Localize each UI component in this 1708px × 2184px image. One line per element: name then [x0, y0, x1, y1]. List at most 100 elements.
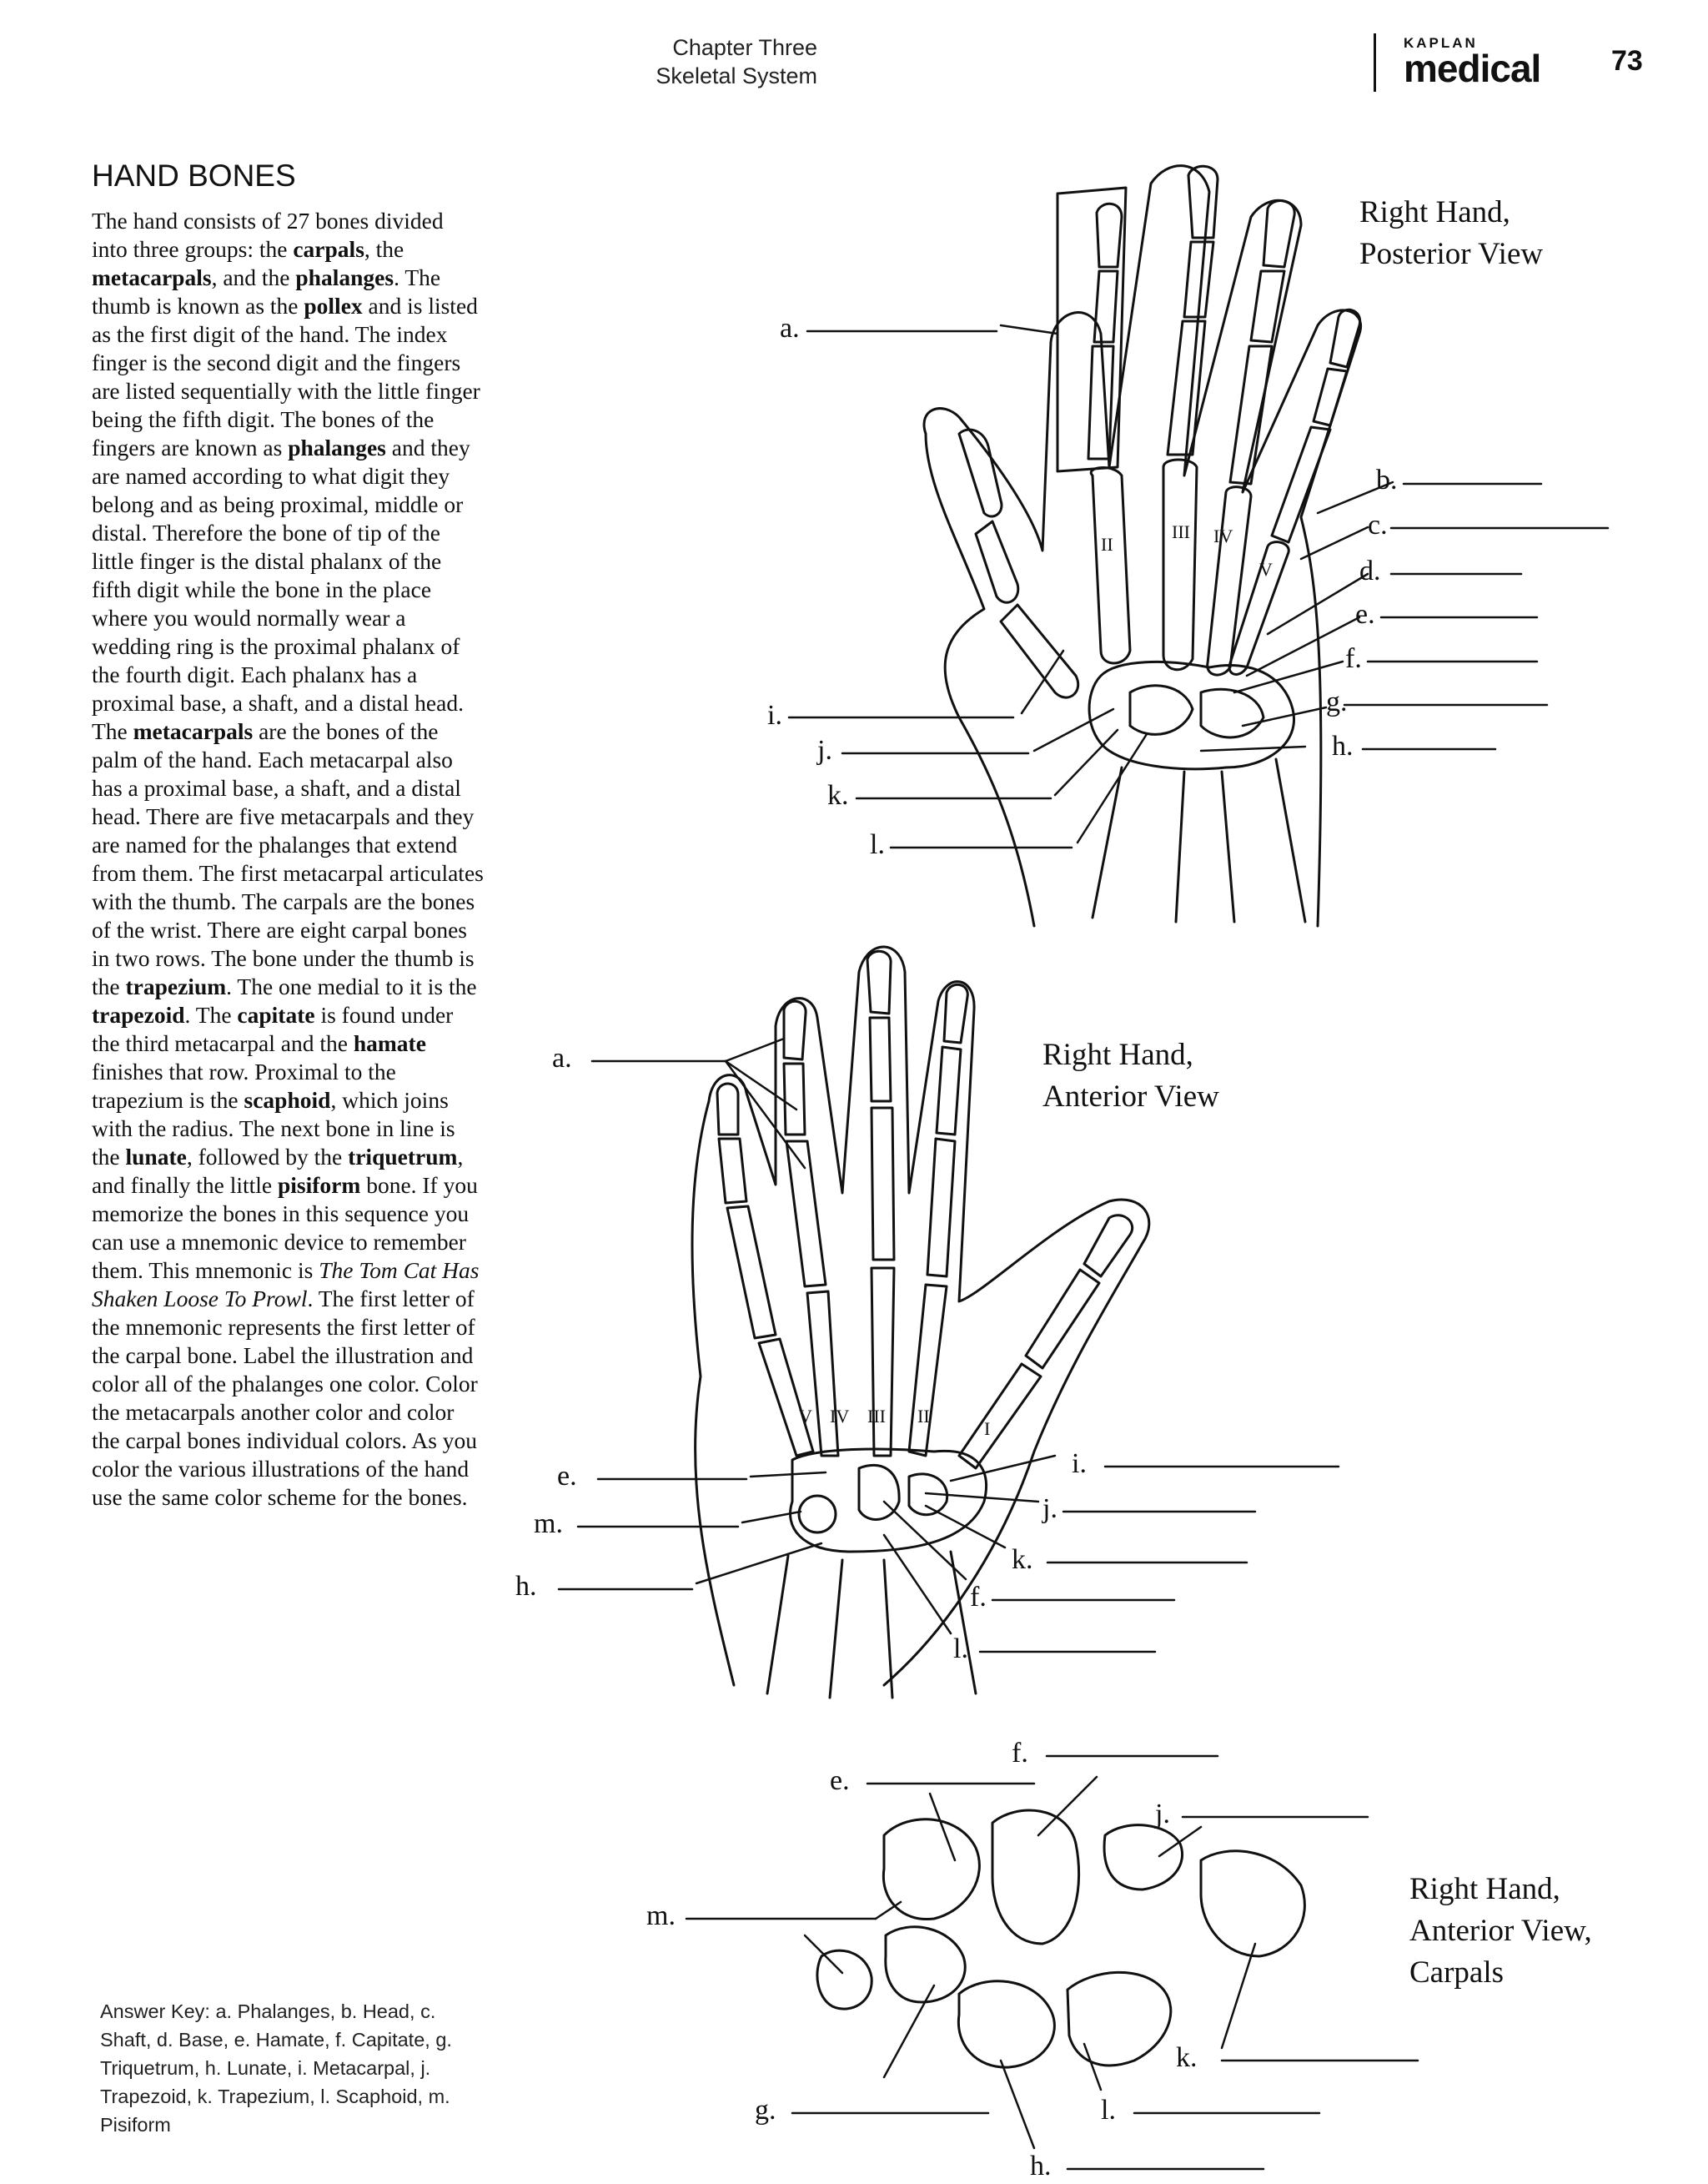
posterior-leader-lines [787, 324, 1610, 849]
posterior-label-b: b. [1376, 465, 1398, 496]
posterior-title: Right Hand, Posterior View [1359, 192, 1543, 275]
numeral-II: II [1101, 534, 1113, 555]
carpal-capitate [991, 1809, 1081, 1945]
anterior-label-j: j. [1042, 1493, 1057, 1524]
posterior-label-l: l. [870, 829, 885, 860]
body-text-run: is found under the third metacarpal and … [92, 1002, 454, 1056]
posterior-label-a: a. [780, 313, 800, 344]
answer-key-text: a. Phalanges, b. Head, c. Shaft, d. Base… [100, 2000, 452, 2136]
body-text-run: . The thumb is known as the [92, 264, 441, 319]
numeral-III: III [867, 1406, 886, 1427]
term-capitate: capitate [237, 1002, 315, 1028]
term-phalanges: phalanges [295, 264, 394, 290]
anterior-hand-drawing: V IV III II I [691, 945, 1151, 1699]
answer-key-label: Answer Key: [100, 2000, 210, 2022]
anterior-title-line1: Right Hand, [1042, 1038, 1193, 1072]
term-carpals: carpals [293, 236, 364, 262]
body-text-run: . The first letter of the mnemonic repre… [92, 1286, 478, 1510]
carpals-label-k: k. [1176, 2042, 1198, 2073]
anterior-title-line2: Anterior View [1042, 1079, 1219, 1114]
carpals-leader-lines [685, 1754, 1419, 2171]
body-text-run: , followed by the [186, 1144, 349, 1170]
posterior-title-line1: Right Hand, [1359, 195, 1510, 229]
term-metacarpals: metacarpals [92, 264, 212, 290]
term-pisiform: pisiform [278, 1172, 361, 1198]
carpals-label-m: m. [646, 1900, 676, 1931]
section-title: HAND BONES [92, 159, 296, 193]
carpals-label-l: l. [1101, 2095, 1116, 2126]
term-pollex: pollex [304, 293, 363, 319]
body-paragraph: The hand consists of 27 bones divided in… [92, 207, 484, 1512]
body-text-run: finishes that row. Proximal to the trape… [92, 1059, 396, 1113]
brand-large: medical [1404, 47, 1541, 90]
body-text-run: , which joins with the radius. The next … [92, 1087, 455, 1170]
numeral-V: V [799, 1406, 812, 1427]
numeral-III: III [1172, 521, 1190, 542]
body-text-run: and they are named according to what dig… [92, 435, 470, 744]
term-phalanges: phalanges [288, 435, 386, 460]
numeral-I: I [984, 1418, 990, 1439]
body-text-run: , the [364, 236, 404, 262]
running-header: Chapter Three Skeletal System [656, 33, 817, 90]
body-text-run: bone. If you memorize the bones in this … [92, 1172, 478, 1283]
term-triquetrum: triquetrum [348, 1144, 458, 1170]
term-trapezoid: trapezoid [92, 1002, 185, 1028]
posterior-title-line2: Posterior View [1359, 237, 1544, 271]
carpal-pisiform [816, 1949, 873, 2010]
mnemonic: The Tom Cat Has Shaken Loose To Prowl [92, 1257, 480, 1311]
term-scaphoid: scaphoid [244, 1087, 331, 1113]
carpals-label-g: g. [755, 2095, 776, 2126]
body-text-run: . The one medial to it is the [226, 974, 477, 999]
anterior-leader-lines [557, 1037, 1340, 1653]
anterior-label-e: e. [557, 1461, 577, 1492]
carpal-triquetrum [884, 1925, 967, 2004]
carpal-scaphoid [1066, 1970, 1173, 2067]
body-text-run: The hand consists of 27 bones divided in… [92, 208, 444, 262]
anterior-label-h: h. [515, 1571, 537, 1602]
term-metacarpals: metacarpals [133, 718, 254, 744]
body-text-run: , and the [211, 264, 296, 290]
carpal-trapezium [1199, 1849, 1306, 1958]
carpals-label-e: e. [830, 1765, 850, 1796]
brand-logo: KAPLAN medical [1404, 35, 1541, 90]
numeral-II: II [917, 1406, 930, 1427]
chapter-label: Chapter Three [672, 35, 817, 60]
section-label: Skeletal System [656, 63, 817, 88]
numeral-V: V [1259, 559, 1273, 580]
posterior-hand-drawing: II III IV V [922, 164, 1363, 928]
carpals-title: Right Hand, Anterior View, Carpals [1409, 1869, 1592, 1994]
carpals-label-f: f. [1012, 1738, 1028, 1769]
brand-small: KAPLAN [1404, 35, 1478, 51]
anterior-label-l: l. [953, 1633, 968, 1664]
posterior-label-i: i. [767, 700, 782, 731]
anterior-label-f: f. [970, 1582, 987, 1613]
carpals-title-line2: Anterior View, [1409, 1914, 1592, 1948]
body-text-run: , and finally the little [92, 1144, 464, 1198]
carpal-lunate [957, 1980, 1056, 2069]
carpals-title-line1: Right Hand, [1409, 1872, 1560, 1906]
term-lunate: lunate [125, 1144, 187, 1170]
anterior-label-m: m. [534, 1508, 563, 1539]
carpal-trapezoid [1103, 1824, 1184, 1891]
carpals-drawing [816, 1809, 1306, 2069]
posterior-label-k: k. [827, 780, 849, 811]
body-text-run: . The [184, 1002, 238, 1028]
anterior-label-a: a. [552, 1043, 572, 1074]
body-text-run: are the bones of the palm of the hand. E… [92, 718, 484, 999]
carpals-label-j: j. [1155, 1799, 1170, 1829]
term-hamate: hamate [353, 1030, 426, 1056]
anterior-label-i: i. [1072, 1448, 1087, 1479]
carpals-label-h: h. [1030, 2151, 1052, 2181]
answer-key: Answer Key: a. Phalanges, b. Head, c. Sh… [100, 1997, 484, 2139]
posterior-label-g: g. [1326, 687, 1348, 717]
posterior-label-h: h. [1332, 731, 1354, 762]
header-divider [1374, 33, 1376, 92]
page-number: 73 [1611, 45, 1643, 77]
numeral-IV: IV [1213, 526, 1233, 546]
posterior-label-c: c. [1368, 510, 1388, 541]
numeral-IV: IV [830, 1406, 849, 1427]
anterior-label-k: k. [1012, 1544, 1033, 1575]
anterior-title: Right Hand, Anterior View [1042, 1034, 1219, 1118]
body-text-run: and is listed as the first digit of the … [92, 293, 480, 460]
